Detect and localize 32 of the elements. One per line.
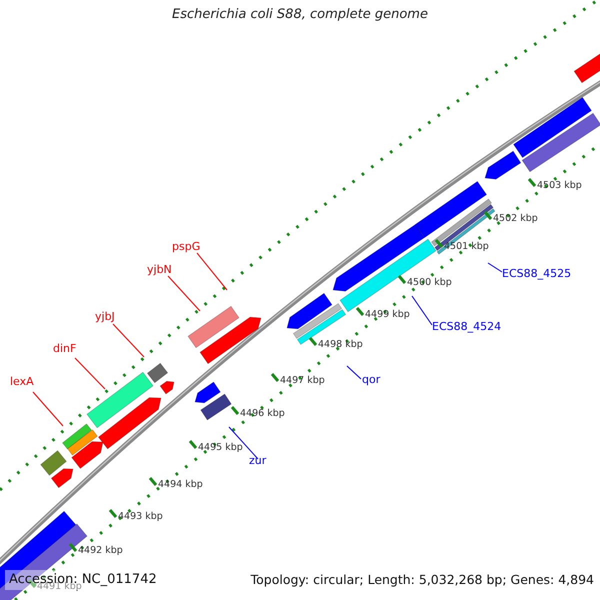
title: Escherichia coli S88, complete genome: [171, 8, 429, 22]
tick-label: 4503 kbp: [537, 181, 582, 192]
tick-label: 4500 kbp: [407, 278, 452, 288]
leader-line: [168, 276, 200, 312]
tick-label: 4495 kbp: [198, 443, 243, 454]
leader-line: [228, 426, 258, 460]
gene-label: lexA: [10, 376, 34, 388]
tick-label: 4497 kbp: [280, 376, 325, 386]
gene-label: zur: [249, 455, 266, 468]
gene-label: dinF: [53, 343, 76, 356]
tick-label: 4491 kbp: [37, 582, 82, 592]
leader-line: [112, 324, 144, 358]
gene-label: pspG: [172, 241, 200, 254]
tick-label: 4493 kbp: [118, 512, 163, 522]
gene-label: yjbN: [147, 264, 172, 276]
gene-label: ECS88_4524: [432, 321, 502, 334]
tick-label: 4502 kbp: [493, 214, 538, 224]
gene-label: qor: [362, 374, 380, 386]
tick-label: 4492 kbp: [78, 546, 123, 556]
genome-info-text: Topology: circular; Length: 5,032,268 bp; Genes: 4,894: [250, 573, 594, 587]
gene-label: ECS88_4525: [502, 268, 572, 280]
tick-label: 4494 kbp: [158, 480, 203, 490]
tick-label: 4496 kbp: [240, 409, 285, 420]
leader-line: [488, 262, 502, 272]
leader-line: [32, 392, 64, 426]
tick-label: 4499 kbp: [365, 310, 410, 320]
leader-line: [346, 366, 362, 380]
gene-label: yjbJ: [95, 311, 115, 324]
tick-label: 4498 kbp: [318, 340, 363, 350]
leader-line: [74, 358, 106, 390]
leader-line: [196, 252, 228, 290]
leader-line: [412, 296, 432, 326]
